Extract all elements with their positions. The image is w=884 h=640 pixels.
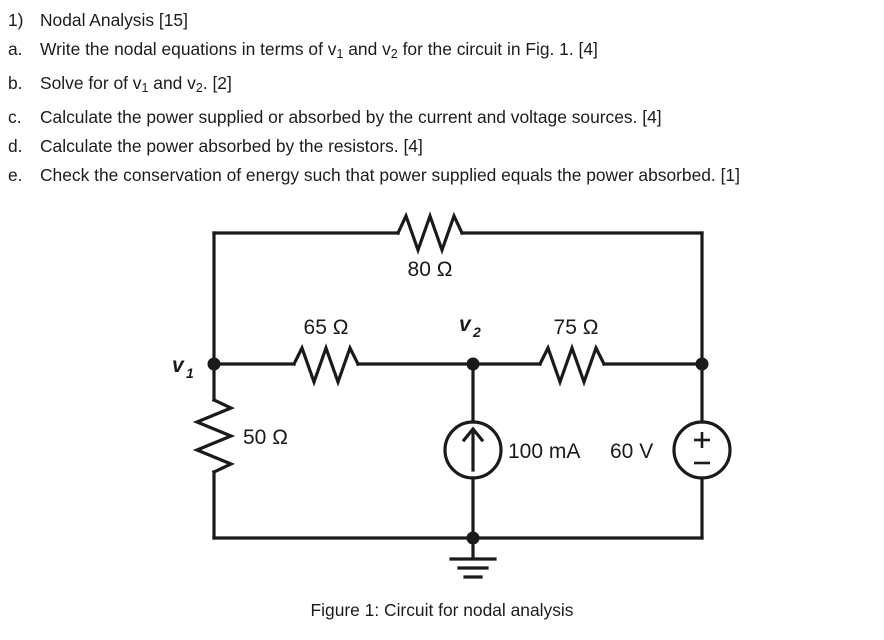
resistor-80-ohm-label: 80 Ω bbox=[408, 258, 453, 281]
node-label-v1-subscript: 1 bbox=[186, 365, 194, 381]
question-subscript: 2 bbox=[390, 46, 398, 61]
resistor-80-ohm-symbol bbox=[395, 211, 465, 255]
figure-caption: Figure 1: Circuit for nodal analysis bbox=[310, 600, 574, 620]
question-marker: d. bbox=[8, 135, 23, 156]
resistor-65-ohm-label: 65 Ω bbox=[304, 316, 349, 339]
question-marker: c. bbox=[8, 106, 22, 127]
question-item-c: c. Calculate the power supplied or absor… bbox=[4, 103, 884, 132]
resistor-50-ohm-label: 50 Ω bbox=[243, 426, 288, 449]
circuit-diagram: 80 Ω 65 Ω 75 Ω 50 Ω v 1 v 2 100 mA 60 V bbox=[172, 211, 732, 579]
question-marker: 1) bbox=[8, 10, 24, 30]
question-text: Calculate the power supplied or absorbed… bbox=[40, 106, 662, 127]
node-dot-v1 bbox=[207, 357, 221, 371]
question-text: Calculate the power absorbed by the resi… bbox=[40, 135, 423, 156]
figure-container: 80 Ω 65 Ω 75 Ω 50 Ω v 1 v 2 100 mA 60 V … bbox=[0, 186, 884, 621]
question-item-d: d. Calculate the power absorbed by the r… bbox=[4, 132, 884, 161]
node-dot-right bbox=[695, 357, 709, 371]
question-list: 1) Nodal Analysis [15] a. Write the noda… bbox=[0, 0, 884, 190]
question-text: Solve for of v1 and v2. [2] bbox=[40, 69, 884, 103]
question-text: Check the conservation of energy such th… bbox=[40, 164, 740, 185]
question-item-b: b. Solve for of v1 and v2. [2] bbox=[4, 69, 884, 103]
question-text-part: Write the nodal equations in terms of v bbox=[40, 39, 337, 59]
question-text-part: Nodal Analysis [15] bbox=[40, 10, 188, 30]
question-item-e: e. Check the conservation of energy such… bbox=[4, 161, 884, 190]
voltage-source-label: 60 V bbox=[610, 440, 653, 463]
resistor-65-ohm-symbol bbox=[291, 343, 361, 387]
question-subscript: 2 bbox=[195, 80, 203, 95]
current-source-arrow-head bbox=[461, 426, 485, 443]
node-label-v1: v bbox=[172, 354, 185, 377]
node-dot-ground bbox=[466, 531, 480, 545]
question-subscript: 1 bbox=[141, 80, 149, 95]
question-text: Nodal Analysis [15] bbox=[40, 6, 884, 35]
resistor-50-ohm-symbol bbox=[192, 397, 236, 475]
question-text-part: Solve for of v bbox=[40, 72, 142, 93]
resistor-75-ohm-label: 75 Ω bbox=[554, 316, 599, 339]
question-text-part: and v bbox=[343, 39, 391, 59]
question-text-part: for the circuit in Fig. 1. [4] bbox=[397, 39, 598, 59]
question-text-part: . [2] bbox=[202, 72, 232, 93]
node-label-v2-subscript: 2 bbox=[472, 324, 481, 340]
current-source-label: 100 mA bbox=[508, 440, 580, 463]
question-marker: e. bbox=[8, 164, 23, 185]
question-subscript: 1 bbox=[336, 46, 344, 61]
node-dot-v2 bbox=[466, 357, 480, 371]
question-item-a: a. Write the nodal equations in terms of… bbox=[4, 35, 884, 69]
node-label-v2: v bbox=[459, 313, 472, 336]
question-marker: a. bbox=[8, 39, 23, 59]
voltage-source-circle bbox=[672, 420, 732, 480]
question-marker: b. bbox=[8, 72, 23, 93]
question-text: Write the nodal equations in terms of v1… bbox=[40, 35, 884, 69]
question-text-part: and v bbox=[148, 72, 196, 93]
resistor-75-ohm-symbol bbox=[537, 343, 607, 387]
question-item-1: 1) Nodal Analysis [15] bbox=[4, 6, 884, 35]
